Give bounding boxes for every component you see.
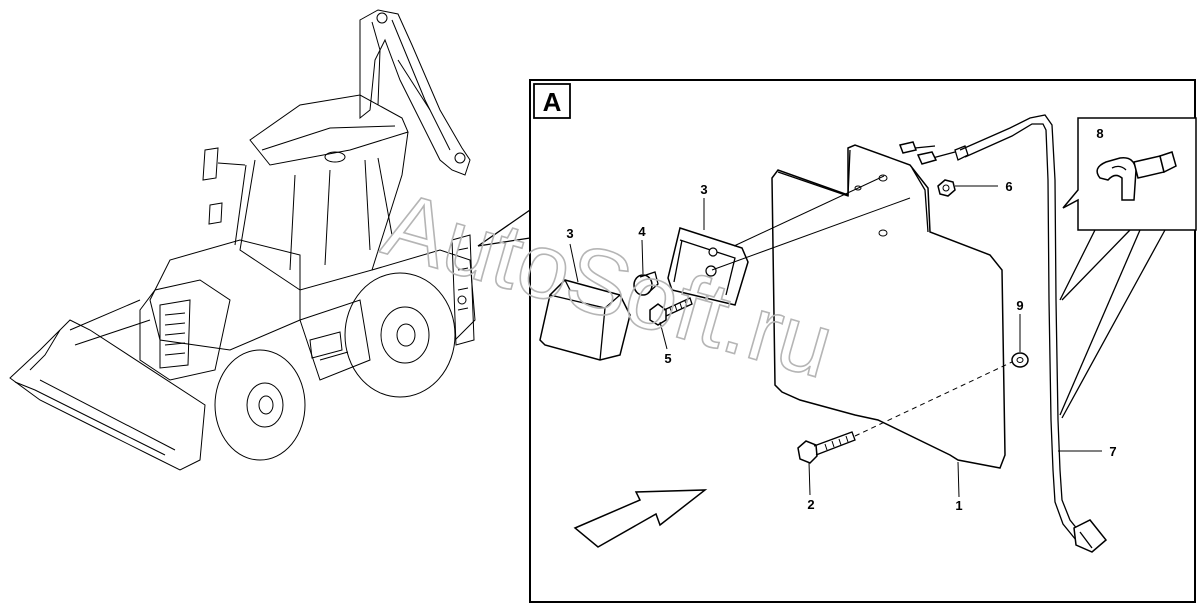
assembly-lines	[711, 175, 1013, 437]
callout-2: 2	[807, 497, 814, 512]
callout-7: 7	[1109, 444, 1116, 459]
zoom-leader	[477, 209, 531, 247]
callout-3-lens: 3	[566, 226, 573, 241]
callout-1: 1	[955, 498, 962, 513]
lamp-lens	[539, 279, 631, 361]
callout-5: 5	[664, 351, 671, 366]
detail-label: A	[543, 87, 562, 117]
callout-4: 4	[638, 224, 646, 239]
callout-8: 8	[1096, 126, 1103, 141]
callout-9: 9	[1016, 298, 1023, 313]
detail-frame	[529, 79, 1196, 603]
mudflap-plate	[771, 144, 1006, 469]
callout-numbers: 1 2 3 3 4 5 6 7 8 9	[566, 126, 1116, 513]
cap	[633, 271, 659, 296]
screw-5	[649, 297, 693, 326]
callout-3-housing: 3	[700, 182, 707, 197]
washer-9	[1011, 352, 1029, 368]
direction-arrow	[573, 489, 708, 548]
backhoe-loader-illustration	[9, 9, 476, 471]
detail-8-inset	[1059, 117, 1197, 419]
bolt-2	[797, 431, 856, 464]
callout-6: 6	[1005, 179, 1012, 194]
nut-6	[937, 179, 956, 197]
lamp-housing	[667, 227, 749, 306]
detail-label-box	[533, 83, 571, 119]
wiring-harness	[898, 114, 1108, 553]
callout-leaders	[569, 185, 1102, 498]
